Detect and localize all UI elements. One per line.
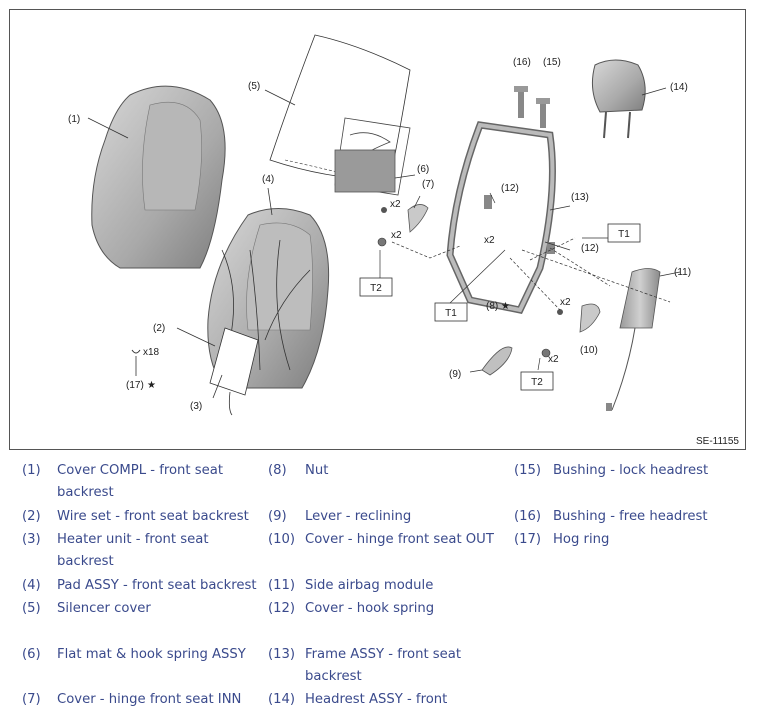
legend-label: Silencer cover [57, 601, 151, 616]
legend-label: Frame ASSY - front seat [305, 647, 462, 662]
qty-x2-b: x2 [391, 230, 402, 241]
legend-number: (9) [268, 509, 287, 524]
callout-9: (9) [449, 369, 461, 380]
part-heater-unit [209, 327, 259, 416]
callout-12b: (12) [581, 243, 599, 254]
diagram-drawing: T2 T1 T1 T2 (1) (2) (3) (4) (5) (6) (7) … [68, 34, 691, 416]
star-17: ★ [147, 380, 156, 391]
callout-5: (5) [248, 81, 260, 92]
t1-right-label: T1 [618, 229, 630, 240]
part-headrest [591, 59, 667, 139]
legend-label: Bushing - free headrest [553, 509, 708, 524]
part-hinge-cover-out [541, 303, 601, 358]
t2-left-label: T2 [370, 283, 382, 294]
legend-number: (1) [22, 463, 41, 478]
legend-label: Nut [305, 463, 329, 478]
qty-x2-e: x2 [548, 354, 559, 365]
legend-label: backrest [57, 554, 114, 569]
legend-label: Heater unit - front seat [57, 532, 209, 547]
torque-box-t1-right: T1 [607, 223, 641, 243]
exploded-diagram: T2 T1 T1 T2 (1) (2) (3) (4) (5) (6) (7) … [9, 9, 746, 450]
part-cover-compl [87, 85, 226, 269]
legend-label: Cover - hinge front seat OUT [305, 532, 494, 547]
callout-2: (2) [153, 323, 165, 334]
qty-x2-a: x2 [390, 199, 401, 210]
part-hog-ring [131, 349, 141, 376]
legend-number: (15) [514, 463, 542, 478]
legend-number: (8) [268, 463, 287, 478]
legend-label: backrest [305, 669, 362, 684]
solid-leaders [379, 192, 610, 371]
legend-number: (12) [268, 601, 296, 616]
legend-number: (3) [22, 532, 41, 547]
star-8: ★ [501, 301, 510, 312]
part-flat-mat [334, 117, 416, 196]
legend-number: (11) [268, 578, 296, 593]
callout-1: (1) [68, 114, 80, 125]
legend-label: backrest [57, 485, 114, 500]
parts-legend: (1) Cover COMPL - front seat backrest (2) Wi… [0, 455, 757, 717]
legend-number: (14) [268, 692, 296, 707]
callout-13: (13) [571, 192, 589, 203]
legend-number: (7) [22, 692, 41, 707]
legend-number: (17) [514, 532, 542, 547]
callout-3: (3) [190, 401, 202, 412]
legend-label: Pad ASSY - front seat backrest [57, 578, 257, 593]
quantity-labels: x18 x2 x2 x2 x2 x2 ★ ★ [143, 199, 571, 391]
callout-15: (15) [543, 57, 561, 68]
figure-id: SE-11155 [696, 436, 739, 447]
qty-x2-c: x2 [484, 235, 495, 246]
legend-label: Lever - reclining [305, 509, 412, 524]
callout-7: (7) [422, 179, 434, 190]
t2-right-label: T2 [531, 377, 543, 388]
legend-number: (5) [22, 601, 41, 616]
callout-16: (16) [513, 57, 531, 68]
callout-14: (14) [670, 82, 688, 93]
legend-label: Cover - hinge front seat INN [57, 692, 242, 707]
legend-number: (4) [22, 578, 41, 593]
qty-x2-d: x2 [560, 297, 571, 308]
callout-6: (6) [417, 164, 429, 175]
legend-number: (13) [268, 647, 296, 662]
part-bushings [514, 86, 550, 128]
legend-label: Bushing - lock headrest [553, 463, 709, 478]
legend-number: (6) [22, 647, 41, 662]
part-side-airbag [606, 268, 681, 411]
legend-label: Cover COMPL - front seat [57, 463, 224, 478]
legend-number: (2) [22, 509, 41, 524]
torque-box-t1-left: T1 [434, 302, 468, 322]
leader-lines [391, 237, 671, 311]
callout-17: (17) [126, 380, 144, 391]
part-hinge-cover-inn [377, 195, 429, 247]
legend-label: Flat mat & hook spring ASSY [57, 647, 246, 662]
t1-left-label: T1 [445, 308, 457, 319]
legend-number: (16) [514, 509, 542, 524]
callout-4: (4) [262, 174, 274, 185]
callout-12a: (12) [501, 183, 519, 194]
callout-10: (10) [580, 345, 598, 356]
legend-label: Wire set - front seat backrest [57, 509, 249, 524]
torque-box-t2-left: T2 [359, 277, 393, 297]
part-lever [469, 346, 513, 376]
torque-box-t2-right: T2 [520, 371, 554, 391]
callout-8: (8) [486, 301, 498, 312]
qty-x18: x18 [143, 347, 160, 358]
part-frame-assy [446, 121, 571, 314]
callout-11: (11) [674, 267, 691, 278]
callouts: (1) (2) (3) (4) (5) (6) (7) (8) (9) (10)… [68, 57, 691, 412]
legend-label: Side airbag module [305, 578, 434, 593]
legend-label: Hog ring [553, 532, 610, 547]
legend-label: Headrest ASSY - front [305, 692, 448, 707]
legend-number: (10) [268, 532, 296, 547]
legend-label: Cover - hook spring [305, 601, 435, 616]
